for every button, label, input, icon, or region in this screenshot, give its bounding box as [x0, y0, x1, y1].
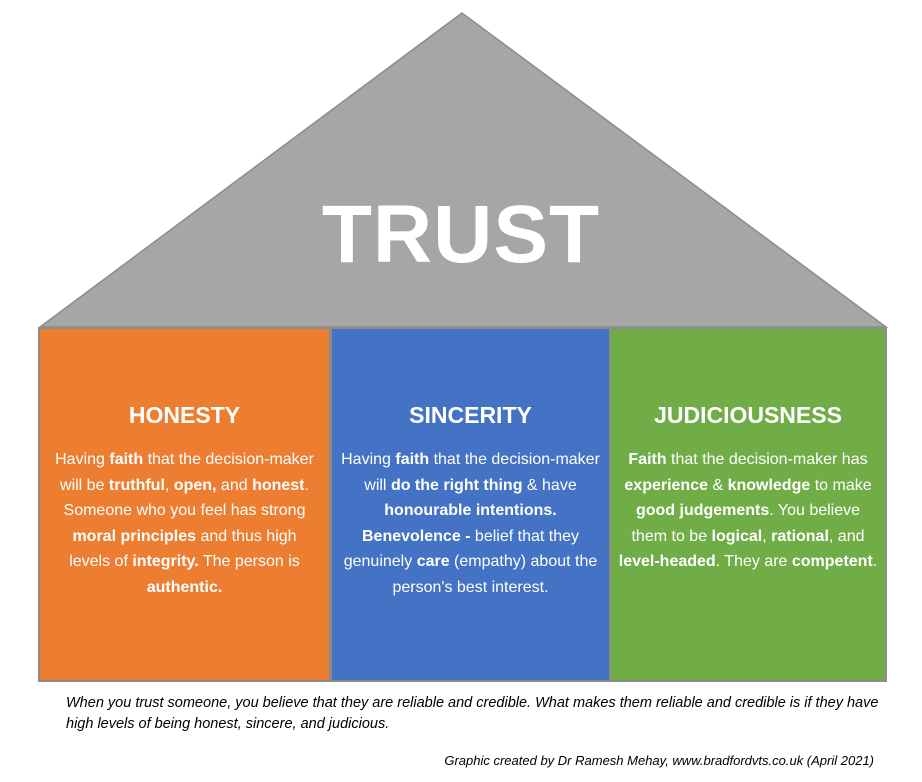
- text-run: .: [872, 553, 878, 570]
- text-run: Having: [55, 451, 110, 468]
- pillar-heading: JUDICIOUSNESS: [654, 402, 842, 428]
- bold-text-run: knowledge: [727, 476, 811, 494]
- text-run: to make: [810, 476, 872, 494]
- text-run: ,: [762, 527, 772, 545]
- text-run: that the decision-maker has: [666, 451, 868, 468]
- text-run: that the decision-maker will be: [60, 451, 314, 494]
- pillar-heading: HONESTY: [128, 402, 241, 428]
- bold-text-run: rational: [771, 527, 829, 545]
- bold-text-run: competent: [791, 553, 873, 570]
- text-run: ,: [164, 476, 174, 494]
- text-run: & have: [522, 476, 577, 494]
- bold-text-run: faith: [109, 451, 144, 468]
- bold-text-run: Faith: [628, 451, 667, 468]
- bold-text-run: honest: [252, 476, 305, 494]
- bold-text-run: level-headed: [618, 553, 716, 570]
- text-run: and thus high levels of: [69, 527, 297, 571]
- caption: When you trust someone, you believe that…: [66, 695, 879, 732]
- bold-text-run: do the right thing: [390, 476, 523, 494]
- bold-text-run: faith: [395, 451, 430, 468]
- pillar-honesty: HONESTY Having faith that the decision-m…: [38, 327, 331, 682]
- bold-text-run: logical: [711, 527, 763, 545]
- pillar-heading: SINCERITY: [409, 402, 532, 428]
- text-run: The person is: [198, 553, 300, 570]
- credit-line: Graphic created by Dr Ramesh Mehay, www.…: [444, 753, 874, 768]
- text-run: , and: [828, 527, 865, 545]
- text-run: &: [708, 476, 728, 494]
- text-run: . They are: [715, 553, 792, 570]
- text-run: belief that they genuinely: [343, 527, 579, 571]
- bold-text-run: good judgements: [635, 502, 770, 519]
- pillar-description: Having faith that the decision-maker wil…: [340, 447, 602, 600]
- bold-text-run: care: [416, 553, 450, 570]
- bold-text-run: honourable intentions.: [384, 502, 557, 519]
- pillar-description: Faith that the decision-maker has experi…: [617, 447, 879, 575]
- diagram-title: TRUST: [321, 189, 601, 280]
- bold-text-run: open,: [173, 476, 217, 494]
- text-run: that the decision-maker will: [364, 451, 600, 494]
- text-run: (empathy) about the person's best intere…: [392, 553, 598, 596]
- bold-text-run: authentic.: [146, 578, 223, 596]
- text-run: Having: [341, 451, 396, 468]
- bold-text-run: integrity.: [132, 553, 199, 570]
- bold-text-run: Benevolence -: [362, 527, 471, 545]
- pillar-sincerity: SINCERITY Having faith that the decision…: [330, 327, 611, 682]
- bold-text-run: moral principles: [72, 527, 197, 545]
- text-run: and: [216, 476, 253, 494]
- bold-text-run: truthful: [108, 476, 165, 494]
- pillar-description: Having faith that the decision-maker wil…: [54, 447, 316, 600]
- text-run: . You believe them to be: [631, 502, 861, 545]
- text-run: . Someone who you feel has strong: [63, 476, 309, 520]
- bold-text-run: experience: [624, 476, 708, 494]
- pillar-judiciousness: JUDICIOUSNESS Faith that the decision-ma…: [609, 327, 887, 682]
